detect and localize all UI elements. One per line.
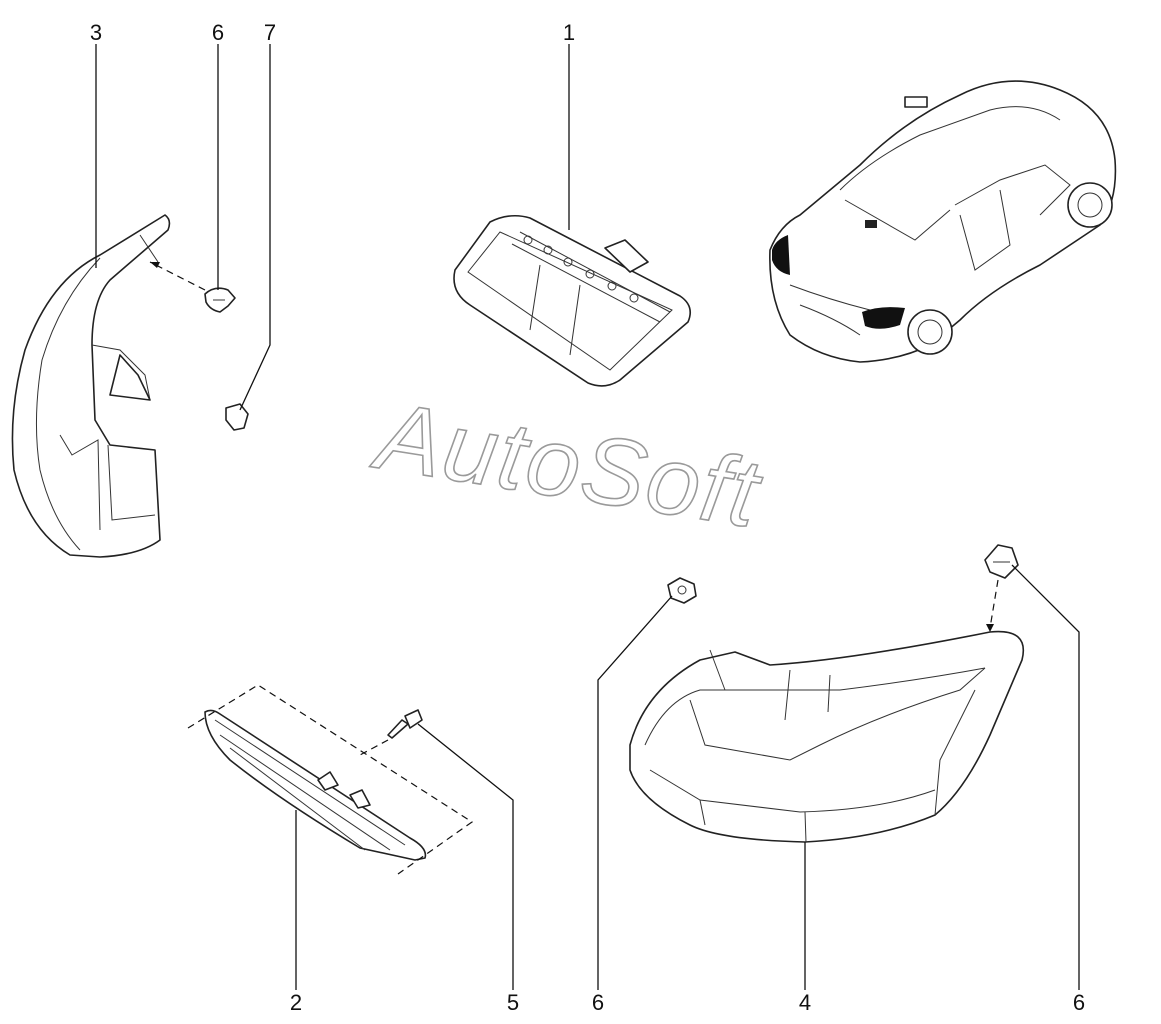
- callout-5: 5: [507, 990, 519, 1015]
- arrow-head-6-right: [986, 624, 994, 632]
- dash-guide-6-right: [989, 579, 999, 629]
- part-6-nut: [667, 577, 697, 604]
- dash-guide-5: [359, 739, 389, 756]
- callout-4: 4: [799, 990, 811, 1015]
- left-tail-light-shape: [772, 235, 790, 275]
- part-6-clip-right: [984, 544, 1019, 579]
- watermark-text: AutoSoft: [366, 382, 769, 549]
- part-3-left-tail-lamp: [11, 214, 171, 558]
- part-4-right-tail-lamp: [629, 630, 1025, 843]
- leader-7: [239, 44, 271, 411]
- vehicle-rear-view: [769, 80, 1117, 363]
- callout-6-right: 6: [1073, 990, 1085, 1015]
- leader-5: [417, 723, 514, 990]
- callout-2: 2: [290, 990, 302, 1015]
- callout-6-top: 6: [212, 20, 224, 45]
- callout-3: 3: [90, 20, 102, 45]
- dash-frame-2: [187, 684, 474, 875]
- leader-6-middle: [597, 595, 673, 990]
- leader-6-right: [1011, 564, 1080, 990]
- arrow-head-6-top: [150, 262, 160, 268]
- leader-lines: [95, 44, 1080, 990]
- watermark: AutoSoft: [365, 381, 769, 549]
- callout-1: 1: [563, 20, 575, 45]
- right-tail-light-shape: [862, 307, 905, 329]
- callout-labels: 3 6 7 1 2 5 6 4 6: [90, 20, 1085, 1015]
- callout-7: 7: [264, 20, 276, 45]
- dash-guide-6-top: [149, 261, 206, 291]
- part-2-rear-reflector: [204, 709, 427, 861]
- part-1-high-mount-stop-lamp: [453, 214, 691, 387]
- part-7-clip: [225, 403, 249, 431]
- part-5-screw: [387, 709, 423, 739]
- callout-6-middle: 6: [592, 990, 604, 1015]
- part-6-clip-top: [204, 287, 236, 313]
